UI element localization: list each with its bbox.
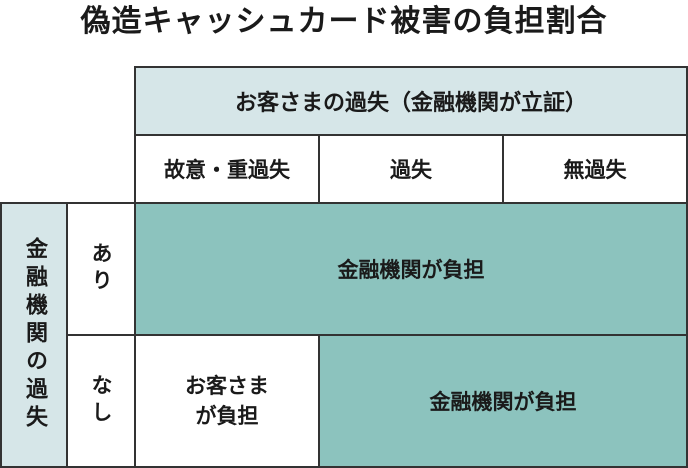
result-bank-bears-row2: 金融機関が負担 xyxy=(318,334,688,468)
row-label-no: なし xyxy=(66,334,136,468)
result-bank-bears-row1: 金融機関が負担 xyxy=(134,202,688,336)
bank-fault-header: 金融機関の過失 xyxy=(0,202,68,468)
result-customer-bears: お客さま が負担 xyxy=(134,334,320,468)
page-title: 偽造キャッシュカード被害の負担割合 xyxy=(80,4,608,39)
customer-fault-header: お客さまの過失（金融機関が立証） xyxy=(134,66,688,136)
row-label-yes: あり xyxy=(66,202,136,336)
column-header-no-negligence: 無過失 xyxy=(502,134,688,204)
column-header-negligence: 過失 xyxy=(318,134,504,204)
column-header-gross-negligence: 故意・重過失 xyxy=(134,134,320,204)
result-customer-line1: お客さま xyxy=(185,373,269,398)
bank-fault-header-label: 金融機関の過失 xyxy=(22,237,47,433)
result-customer-line2: が負担 xyxy=(195,404,259,428)
customer-fault-header-label: お客さまの過失（金融機関が立証） xyxy=(234,91,587,116)
